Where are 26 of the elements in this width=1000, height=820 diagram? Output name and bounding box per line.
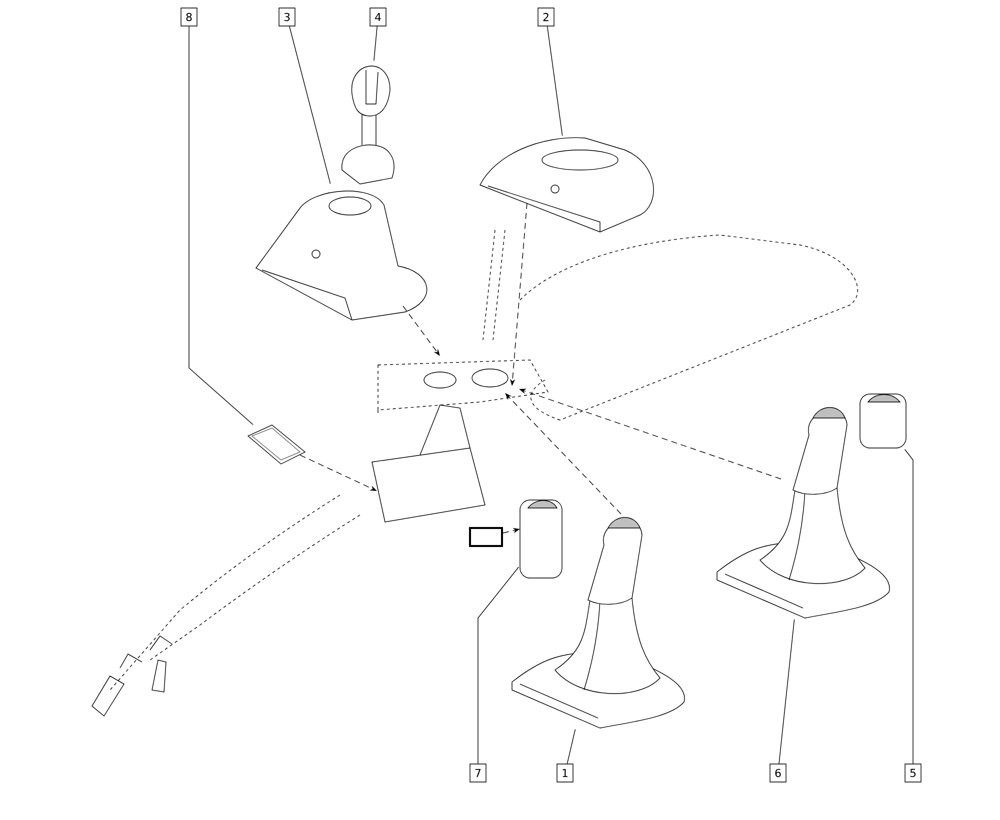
callout-number: 4 bbox=[370, 8, 386, 26]
lever-drawing bbox=[342, 66, 394, 184]
callout-number: 5 bbox=[904, 764, 922, 782]
leader-line bbox=[566, 729, 576, 764]
cover-a-drawing bbox=[256, 190, 428, 320]
callout-number: 8 bbox=[180, 8, 198, 26]
callout-number: 2 bbox=[538, 8, 554, 26]
assembly-arrow bbox=[505, 393, 622, 514]
leader-line bbox=[188, 26, 254, 426]
label-sticker bbox=[469, 527, 503, 547]
leader-line bbox=[546, 26, 563, 136]
knob-a-drawing bbox=[520, 500, 562, 578]
callout-number: 3 bbox=[278, 8, 296, 26]
assembly-arrow bbox=[402, 306, 440, 356]
cover-b-drawing bbox=[480, 137, 654, 232]
leader-line bbox=[778, 619, 795, 764]
leader-line bbox=[478, 566, 519, 764]
leader-line bbox=[289, 26, 331, 184]
leader-line bbox=[904, 449, 914, 764]
assembly-drawing bbox=[372, 360, 549, 522]
callout-number: 6 bbox=[770, 764, 786, 782]
callout-number: 7 bbox=[470, 764, 486, 782]
leader-line bbox=[374, 26, 378, 61]
boot-b-drawing bbox=[716, 407, 890, 618]
knob-b-drawing bbox=[860, 394, 906, 448]
callout-number: 1 bbox=[556, 764, 574, 782]
